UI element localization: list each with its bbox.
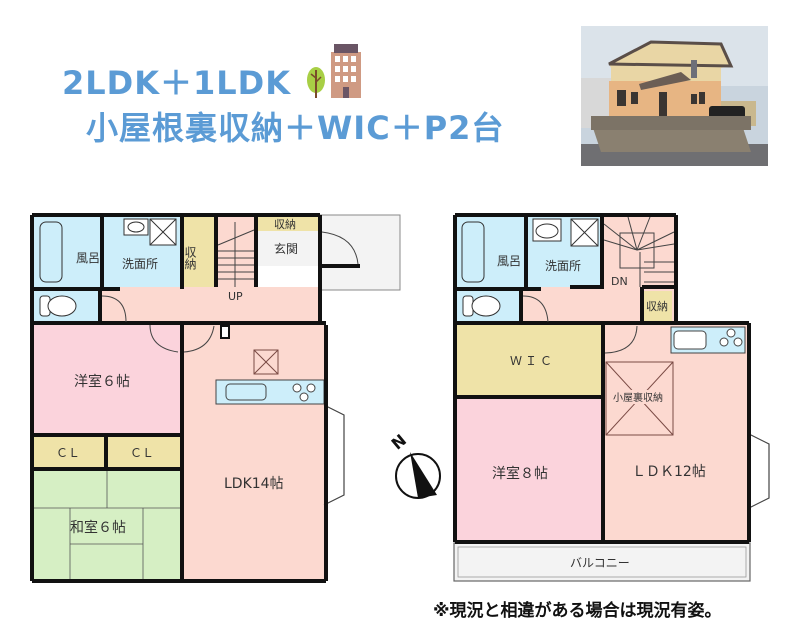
label-attic-storage: 小屋裏収納 — [613, 391, 663, 404]
stove-icon-2f — [733, 337, 743, 347]
storage-2f — [644, 291, 672, 321]
bathtub-icon — [39, 221, 63, 283]
walls-floor1 — [30, 213, 360, 583]
porch — [319, 214, 401, 291]
label-japanese-room-6: 和室６帖 — [70, 519, 126, 536]
label-dn: DN — [611, 275, 628, 288]
house-photo-image — [581, 26, 768, 166]
floor2-plan: 風呂 洗面所 DN 収納 ＷＩＣ 洋室８帖 小屋裏収納 ＬＤＫ12帖 バルコニー — [453, 213, 770, 582]
label-washroom-2f: 洗面所 — [545, 259, 581, 273]
label-washroom-1f: 洗面所 — [122, 257, 158, 271]
label-western-room-6: 洋室６帖 — [74, 373, 130, 390]
entrance — [256, 231, 318, 266]
label-entrance: 玄関 — [274, 241, 298, 256]
label-storage-top-1f: 収納 — [274, 218, 296, 231]
bathtub-icon-2f — [461, 221, 485, 283]
label-ldk-14: LDK14帖 — [224, 476, 284, 492]
closet-2 — [108, 437, 180, 467]
floor1-plan: 風呂 洗面所 収納 収納 玄関 UP 洋室６帖 ＣＬ ＣＬ 和室６帖 LDK14… — [30, 213, 401, 583]
entrance-door[interactable] — [321, 231, 359, 265]
label-balcony: バルコニー — [570, 556, 630, 570]
western-room-6 — [34, 325, 180, 433]
storage-vertical — [182, 217, 214, 287]
bay-window-2f — [748, 433, 770, 509]
building-icon — [331, 44, 361, 98]
hallway — [100, 287, 322, 323]
label-closet-2: ＣＬ — [130, 446, 154, 460]
disclaimer-note: ※現況と相違がある場合は現況有姿。 — [433, 601, 722, 621]
label-storage-vertical-1f: 収納 — [183, 246, 197, 270]
attic-hatch-icon — [253, 349, 279, 375]
wic — [457, 325, 601, 395]
label-closet-1: ＣＬ — [56, 446, 80, 460]
stove-icon — [299, 392, 309, 402]
label-storage-2f: 収納 — [646, 300, 668, 313]
toilet-icon — [47, 295, 77, 317]
bay-window — [323, 404, 345, 506]
label-ldk-12: ＬＤＫ12帖 — [632, 464, 706, 480]
toilet-icon-2f — [471, 295, 501, 317]
balcony — [453, 542, 751, 582]
north-label: N — [388, 430, 410, 453]
title-line-1: 2LDK＋1LDK — [62, 64, 292, 102]
tree-icon — [307, 67, 325, 98]
closet-1 — [34, 437, 104, 467]
western-room-8 — [457, 399, 601, 540]
house-photo — [581, 26, 768, 166]
label-bath-2f: 風呂 — [497, 254, 521, 268]
ldk-12 — [605, 325, 747, 540]
decor-icons — [307, 44, 361, 98]
label-wic: ＷＩＣ — [510, 354, 555, 368]
walls-floor2 — [453, 213, 751, 544]
compass-icon: N — [388, 430, 441, 499]
label-up: UP — [228, 290, 243, 303]
title-line-2: 小屋根裏収納＋WIC＋P2台 — [86, 109, 505, 147]
storage-top — [256, 217, 318, 231]
stair-lines-2f — [603, 216, 675, 287]
label-western-room-8: 洋室８帖 — [492, 465, 548, 482]
sink-icon-2f — [673, 330, 707, 350]
label-bath-1f: 風呂 — [76, 251, 100, 265]
tatami-lines — [34, 471, 180, 579]
attic-storage-hatch — [605, 361, 674, 436]
sink-icon — [225, 383, 267, 401]
